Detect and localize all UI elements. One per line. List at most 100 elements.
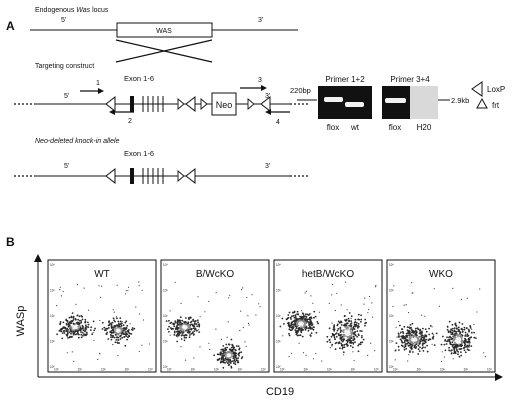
event-dot xyxy=(458,345,461,347)
event-dot xyxy=(398,334,400,336)
event-dot xyxy=(310,320,312,322)
event-dot xyxy=(406,332,409,335)
event-dot xyxy=(423,337,426,339)
gel-2-lane-flox: flox xyxy=(389,123,401,132)
event-dot xyxy=(422,350,425,352)
event-dot xyxy=(142,319,145,321)
gel-2-lane-h20: H20 xyxy=(417,123,432,132)
event-dot xyxy=(306,320,309,323)
event-dot xyxy=(344,323,346,325)
event-dot xyxy=(455,334,457,336)
event-dot xyxy=(177,327,180,329)
flow-plot-title: hetB/WcKO xyxy=(302,269,354,280)
event-dot xyxy=(121,322,123,325)
event-dot xyxy=(82,334,84,337)
event-dot xyxy=(230,360,233,363)
event-dot xyxy=(312,328,315,331)
event-dot xyxy=(343,346,346,349)
event-dot xyxy=(62,321,65,324)
event-dot xyxy=(230,346,233,349)
event-dot xyxy=(216,353,219,356)
event-dot xyxy=(334,338,336,340)
event-dot xyxy=(456,345,459,348)
event-dot xyxy=(460,335,463,338)
event-dot xyxy=(312,358,314,360)
event-dot xyxy=(336,329,339,332)
event-dot xyxy=(354,333,356,336)
gel-2-band-flox xyxy=(385,98,406,103)
y-tick-label: 10¹ xyxy=(389,340,394,344)
neo-deleted-5prime: 5' xyxy=(64,163,69,170)
event-dot xyxy=(222,366,225,369)
event-dot xyxy=(451,352,453,354)
event-dot xyxy=(309,334,312,336)
event-dot xyxy=(470,331,473,334)
event-dot xyxy=(450,337,452,339)
event-dot xyxy=(228,297,230,299)
event-dot xyxy=(292,314,295,317)
primer-4-label: 4 xyxy=(276,119,280,126)
event-dot xyxy=(130,333,133,335)
event-dot xyxy=(127,289,129,291)
event-dot xyxy=(424,328,427,330)
event-dot xyxy=(114,334,117,336)
event-dot xyxy=(469,327,472,329)
event-dot xyxy=(190,320,193,323)
event-dot xyxy=(364,318,367,321)
event-dot xyxy=(352,332,355,335)
event-dot xyxy=(77,321,80,324)
event-dot xyxy=(99,319,101,322)
event-dot xyxy=(111,331,114,334)
event-dot xyxy=(353,337,356,340)
event-dot xyxy=(296,334,299,337)
event-dot xyxy=(340,339,343,342)
flow-plot-frame xyxy=(160,259,270,373)
event-dot xyxy=(301,310,303,312)
event-dot xyxy=(404,337,407,340)
y-tick-label: 10⁰ xyxy=(389,365,395,369)
event-dot xyxy=(310,317,313,320)
event-dot xyxy=(460,347,463,350)
event-dot xyxy=(105,329,107,331)
event-dot xyxy=(63,332,66,334)
event-dot xyxy=(304,325,306,328)
event-dot xyxy=(182,323,185,325)
event-dot xyxy=(112,317,115,320)
event-dot xyxy=(232,357,235,360)
event-dot xyxy=(85,324,87,327)
event-dot xyxy=(131,327,134,329)
event-dot xyxy=(66,333,69,336)
event-dot xyxy=(176,330,178,333)
event-dot xyxy=(233,351,236,354)
event-dot xyxy=(309,313,311,315)
event-dot xyxy=(77,332,79,335)
event-dot xyxy=(412,336,414,338)
event-dot xyxy=(299,317,301,320)
event-dot xyxy=(296,322,298,325)
gel-1-band-flox xyxy=(324,97,343,102)
event-dot xyxy=(408,329,410,332)
event-dot xyxy=(232,346,235,349)
event-dot xyxy=(409,333,411,335)
x-tick-label: 10² xyxy=(214,368,219,372)
event-dot xyxy=(169,334,171,336)
event-dot xyxy=(326,335,329,338)
event-dot xyxy=(240,351,243,354)
primer-1-label: 1 xyxy=(96,80,100,87)
event-dot xyxy=(224,353,226,355)
event-dot xyxy=(74,317,77,320)
event-dot xyxy=(125,290,127,292)
event-dot xyxy=(92,332,94,334)
event-dot xyxy=(67,329,69,331)
event-dot xyxy=(294,320,296,323)
event-dot xyxy=(118,322,120,325)
event-dot xyxy=(453,348,456,351)
event-dot xyxy=(298,334,300,337)
event-dot xyxy=(415,332,417,335)
event-dot xyxy=(183,339,186,342)
event-dot xyxy=(339,331,342,333)
event-dot xyxy=(468,339,471,341)
event-dot xyxy=(119,338,122,340)
event-dot xyxy=(185,317,187,319)
